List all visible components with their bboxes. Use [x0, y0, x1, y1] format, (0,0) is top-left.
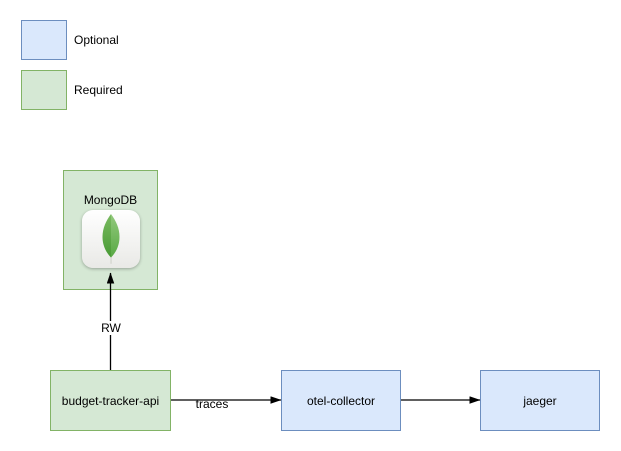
node-budget-tracker-api: budget-tracker-api: [50, 370, 171, 431]
mongodb-leaf-icon: [82, 210, 140, 268]
node-mongodb-label: MongoDB: [83, 193, 138, 207]
legend-required-swatch: [21, 70, 67, 110]
edge-label-traces: traces: [195, 397, 229, 411]
node-budget-tracker-api-label: budget-tracker-api: [61, 393, 160, 408]
node-otel-collector: otel-collector: [281, 370, 401, 431]
legend-optional-label: Optional: [74, 33, 119, 47]
legend-required-label: Required: [74, 83, 123, 97]
mongodb-leaf-graphic: [102, 214, 120, 264]
node-otel-collector-label: otel-collector: [306, 393, 376, 408]
legend-optional-swatch: [21, 20, 67, 60]
edge-label-rw: RW: [99, 321, 123, 335]
node-jaeger: jaeger: [480, 370, 600, 431]
node-jaeger-label: jaeger: [523, 393, 557, 408]
node-mongodb: MongoDB: [63, 170, 158, 290]
